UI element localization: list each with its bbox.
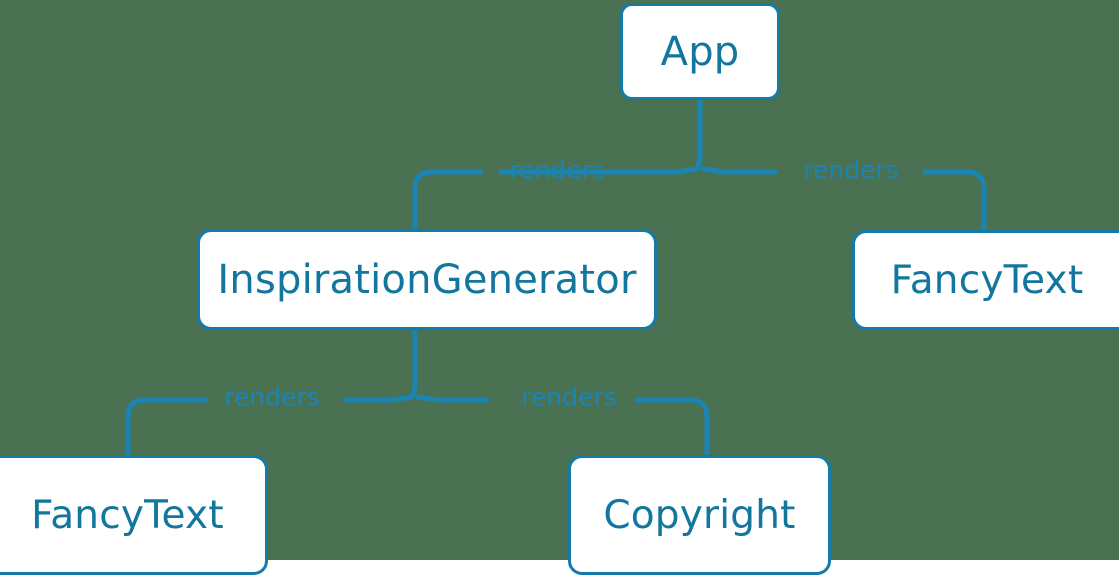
node-fancytext-right[interactable]: FancyText (852, 230, 1119, 330)
node-fancytext-right-label: FancyText (890, 257, 1084, 303)
node-app-label: App (660, 28, 740, 75)
edge-label-inspirationgenerator-to-copyright: renders (521, 382, 617, 412)
edge-label-app-to-inspirationgenerator: renders (509, 155, 605, 185)
edge-label-inspirationgenerator-to-fancytext-left: renders (224, 382, 320, 412)
node-app[interactable]: App (620, 3, 780, 100)
node-inspirationgenerator-label: InspirationGenerator (217, 256, 637, 303)
node-fancytext-left-label: FancyText (31, 492, 224, 538)
edge-label-app-to-fancytext-right: renders (803, 155, 899, 185)
node-copyright-label: Copyright (603, 492, 796, 538)
node-copyright[interactable]: Copyright (568, 455, 831, 575)
node-fancytext-left[interactable]: FancyText (0, 455, 268, 575)
node-inspirationgenerator[interactable]: InspirationGenerator (197, 229, 657, 330)
edge-inspgen-trunk (409, 327, 418, 400)
edge-app-trunk (694, 97, 703, 172)
